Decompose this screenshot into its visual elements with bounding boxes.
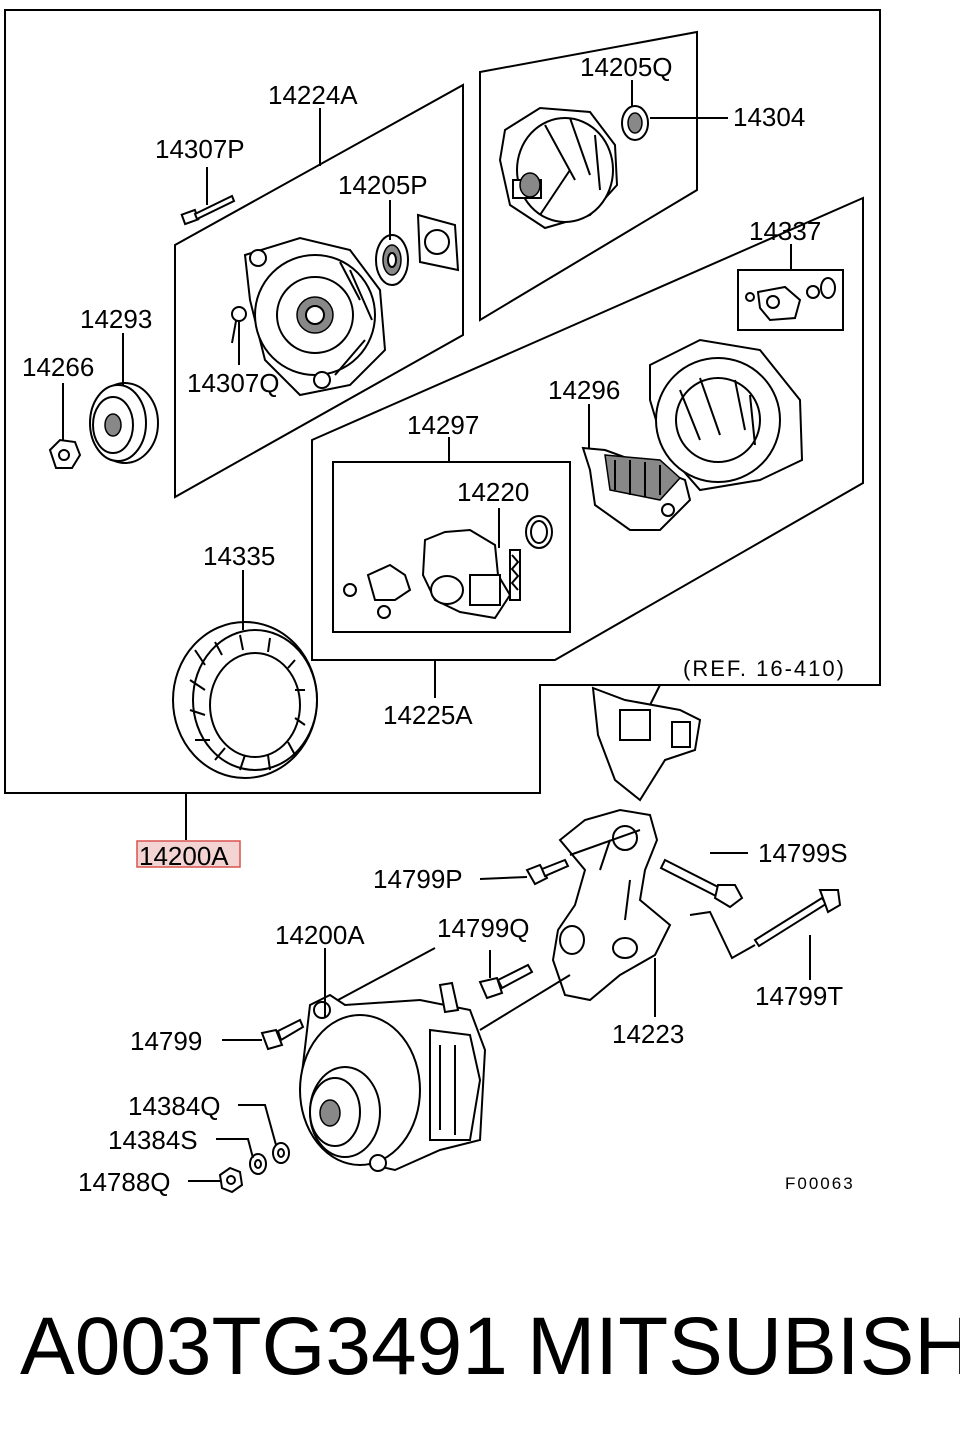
stator-14335-part: [172, 621, 318, 779]
label-14384s: 14384S: [108, 1125, 198, 1155]
bolt-14799t-part: [753, 889, 842, 948]
bolt-14799p-part: [525, 858, 570, 886]
washer-14384q-part: [272, 1142, 290, 1164]
label-14799p: 14799P: [373, 864, 463, 894]
front-housing-part: [243, 236, 387, 397]
label-14799q: 14799Q: [437, 913, 530, 943]
label-14799t: 14799T: [755, 981, 843, 1011]
label-14335: 14335: [203, 541, 275, 571]
nut-14788q-part: [218, 1166, 244, 1194]
rear-housing-part: [649, 338, 804, 492]
nut-14266-part: [48, 438, 82, 469]
label-14200a-highlighted[interactable]: 14200A: [139, 841, 229, 871]
exploded-parts-diagram: 14224A 14307P 14205P 14293 14266 14307Q …: [4, 9, 881, 1197]
bolt-14799q-part: [478, 963, 534, 1000]
part-number: A003TG3491: [20, 1301, 508, 1392]
rear-housing-box: [311, 196, 864, 661]
caption-bar: A003TG3491 MITSUBISHI: [0, 1290, 960, 1400]
label-14296: 14296: [548, 375, 620, 405]
label-14205p: 14205P: [338, 170, 428, 200]
label-14293: 14293: [80, 304, 152, 334]
rectifier-14296-part: [581, 446, 692, 531]
label-14225a: 14225A: [383, 700, 473, 730]
retainer-plate-part: [416, 213, 460, 272]
label-14799s: 14799S: [758, 838, 848, 868]
front-housing-box: [174, 83, 464, 499]
washer-14384s-part: [249, 1153, 267, 1175]
label-ref-16-410: (REF. 16-410): [683, 656, 846, 681]
pulley-14293-part: [89, 382, 159, 464]
leader-lines: [62, 80, 880, 1182]
bolt-14799-part: [260, 1018, 305, 1051]
label-14384q: 14384Q: [128, 1091, 221, 1121]
assembly-outline: [4, 9, 881, 794]
regulator-box: [332, 461, 571, 633]
bolt-14307p-part: [180, 194, 236, 226]
label-14307p: 14307P: [155, 134, 245, 164]
label-14799: 14799: [130, 1026, 202, 1056]
rotor-14304-part: [498, 106, 619, 230]
brush-14220-part: [509, 515, 553, 601]
label-14266: 14266: [22, 352, 94, 382]
label-14200a: 14200A: [275, 920, 365, 950]
brand-name: MITSUBISHI: [527, 1301, 960, 1392]
label-14337: 14337: [749, 216, 821, 246]
label-14304: 14304: [733, 102, 805, 132]
highlight-box: [136, 840, 241, 868]
alternator-assembly-part: [298, 981, 487, 1172]
label-14223: 14223: [612, 1019, 684, 1049]
label-14205q: 14205Q: [580, 52, 673, 82]
bearing-14205q-part: [621, 105, 649, 141]
figure-code: F00063: [785, 1174, 855, 1193]
rotor-box: [479, 30, 698, 322]
regulator-14297-part: [343, 528, 512, 620]
label-14224a: 14224A: [268, 80, 358, 110]
ref-bracket-part: [591, 686, 702, 802]
mounting-bracket-14223-part: [551, 808, 672, 1002]
terminal-14337-part: [745, 277, 836, 322]
screw-14307q-part: [231, 306, 247, 344]
label-14307q: 14307Q: [187, 368, 280, 398]
label-14297: 14297: [407, 410, 479, 440]
bearing-14205p-part: [375, 234, 409, 286]
label-14788q: 14788Q: [78, 1167, 171, 1197]
bolt-14799s-part: [659, 858, 744, 909]
label-14220: 14220: [457, 477, 529, 507]
